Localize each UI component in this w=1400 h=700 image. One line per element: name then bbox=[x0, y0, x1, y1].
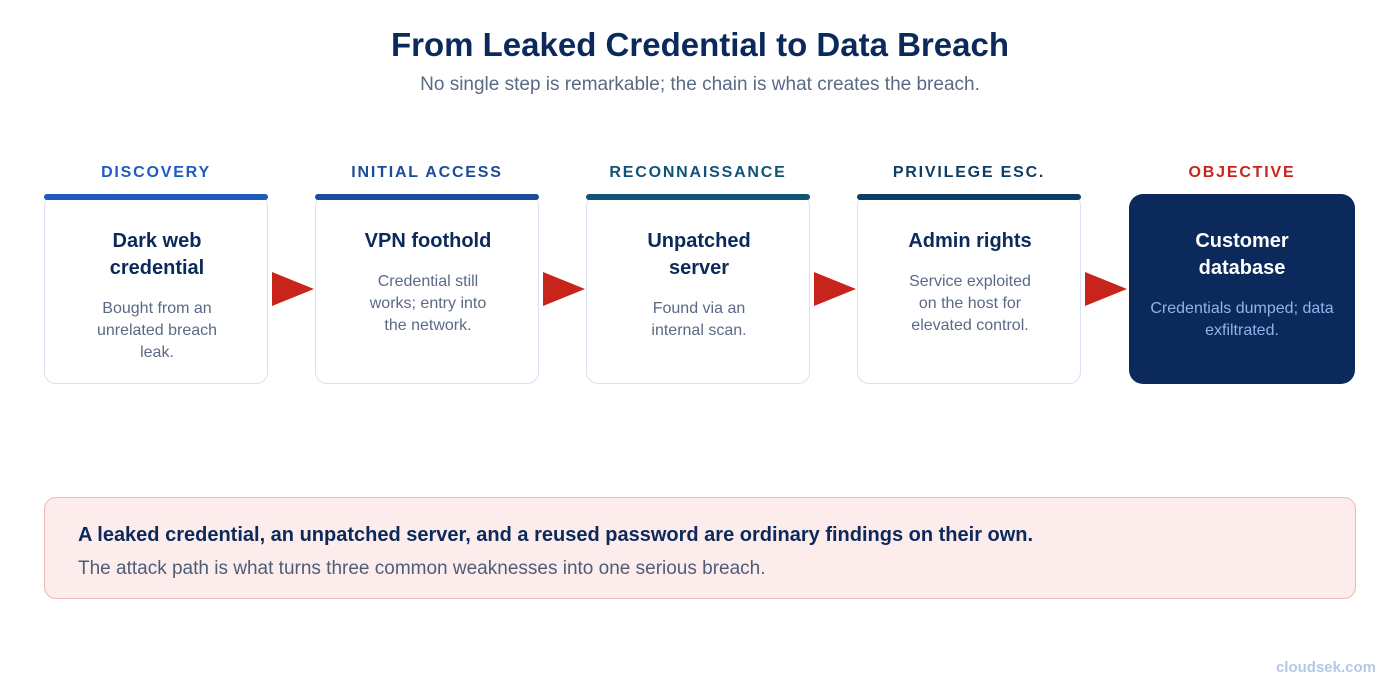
stage-discovery: DISCOVERY Dark web credential Bought fro… bbox=[44, 160, 268, 384]
stage-title: Customer database bbox=[1195, 230, 1289, 279]
stage-title: Admin rights bbox=[908, 230, 1032, 252]
stage-title: Dark web credential bbox=[109, 230, 205, 279]
stage-card: VPN foothold Credential still works; ent… bbox=[315, 194, 539, 384]
stage-privilege-escalation: PRIVILEGE ESC. Admin rights Service expl… bbox=[857, 160, 1081, 384]
arrow-icon bbox=[543, 272, 585, 306]
callout-body: The attack path is what turns three comm… bbox=[78, 558, 766, 579]
stage-title: Unpatched server bbox=[647, 230, 751, 279]
stage-label: PRIVILEGE ESC. bbox=[892, 164, 1046, 181]
arrow-icon bbox=[272, 272, 314, 306]
stage-label: RECONNAISSANCE bbox=[609, 164, 787, 181]
callout-headline: A leaked credential, an unpatched server… bbox=[78, 524, 1034, 546]
attack-flow: DISCOVERY Dark web credential Bought fro… bbox=[44, 160, 1355, 384]
stage-description: Bought from an unrelated breach leak. bbox=[96, 300, 218, 361]
stage-card: Dark web credential Bought from an unrel… bbox=[44, 194, 268, 384]
page-subtitle: No single step is remarkable; the chain … bbox=[420, 74, 980, 95]
stage-card: Admin rights Service exploited on the ho… bbox=[857, 194, 1081, 384]
stage-label: DISCOVERY bbox=[101, 164, 211, 181]
stage-description: Found via an internal scan. bbox=[651, 300, 747, 339]
stage-title: VPN foothold bbox=[364, 230, 492, 252]
stage-card: Unpatched server Found via an internal s… bbox=[586, 194, 810, 384]
stage-label: OBJECTIVE bbox=[1188, 164, 1296, 181]
stage-description: Credential still works; entry into the n… bbox=[369, 273, 487, 334]
stage-bar bbox=[315, 194, 539, 200]
footer-brand: cloudsek.com bbox=[1275, 659, 1376, 676]
arrow-icon bbox=[1085, 272, 1127, 306]
page-title: From Leaked Credential to Data Breach bbox=[390, 26, 1009, 63]
summary-callout: A leaked credential, an unpatched server… bbox=[44, 497, 1356, 599]
arrow-icon bbox=[814, 272, 856, 306]
stage-objective: OBJECTIVE Customer database Credentials … bbox=[1129, 160, 1355, 384]
stage-description: Credentials dumped; data exfiltrated. bbox=[1150, 300, 1334, 339]
stage-bar bbox=[44, 194, 268, 200]
stage-description: Service exploited on the host for elevat… bbox=[909, 273, 1031, 334]
stage-reconnaissance: RECONNAISSANCE Unpatched server Found vi… bbox=[586, 160, 810, 384]
stage-bar bbox=[586, 194, 810, 200]
stage-label: INITIAL ACCESS bbox=[351, 164, 503, 181]
stage-card: Customer database Credentials dumped; da… bbox=[1129, 194, 1355, 384]
stage-initial-access: INITIAL ACCESS VPN foothold Credential s… bbox=[315, 160, 539, 384]
stage-bar bbox=[857, 194, 1081, 200]
